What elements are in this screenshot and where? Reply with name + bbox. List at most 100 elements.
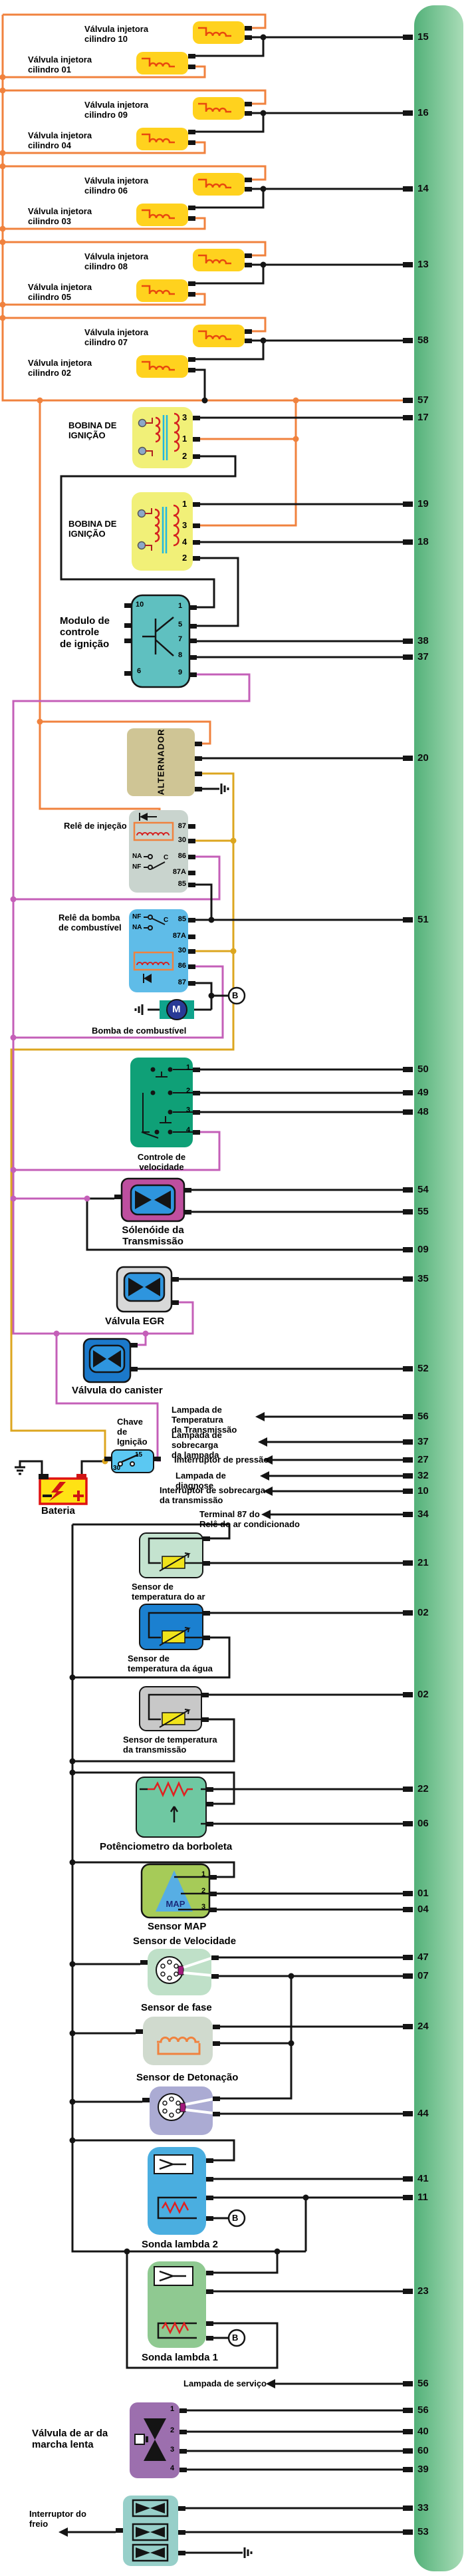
relay1-87a: 87A — [172, 868, 186, 876]
black-wires — [19, 36, 407, 2554]
wire-junction-dot — [260, 337, 267, 344]
component-terminal — [188, 357, 195, 362]
relay-coil-icon — [136, 962, 170, 966]
arrowheads — [59, 1412, 275, 2537]
lambda2-b-label: B — [232, 2213, 239, 2223]
component-terminal — [189, 624, 197, 629]
component-terminal — [206, 2289, 213, 2294]
ecu-pin-number: 58 — [417, 335, 429, 346]
coil-transformer-icon — [137, 412, 180, 553]
coil1-pin-1: 1 — [182, 434, 187, 444]
relay2-30: 30 — [177, 946, 186, 954]
component-terminal — [193, 556, 200, 561]
ecu-pin-terminal — [403, 1457, 413, 1463]
ignition-switch-box — [111, 1449, 154, 1473]
component-terminal — [188, 964, 195, 969]
component-terminal — [188, 883, 195, 887]
coil2-pin-2: 2 — [182, 553, 187, 563]
ecu-pin-terminal — [403, 1414, 413, 1419]
ecu-pin-number: 10 — [417, 1485, 429, 1497]
relay2-87a: 87A — [172, 932, 186, 940]
component-terminal — [184, 1210, 191, 1215]
ecu-pin-terminal — [403, 1891, 413, 1896]
ecu-connector-bar — [414, 5, 463, 2571]
component-terminal — [188, 368, 195, 372]
ecu-pin-terminal — [403, 1366, 413, 1371]
injector-09-label: Válvula injetora cilindro 09 — [84, 100, 149, 120]
component-terminal — [178, 2530, 185, 2535]
wire-junction-dot — [53, 1330, 60, 1337]
battery — [15, 1466, 88, 1505]
component-terminal — [209, 1908, 217, 1912]
lambda-2-label: Sonda lambda 2 — [142, 2239, 219, 2250]
ecu-pin-terminal — [403, 1560, 413, 1566]
ecu-pin-number: 07 — [417, 1970, 429, 1981]
lambda-probe-2-box — [148, 2147, 246, 2235]
ecu-pin-number: 48 — [417, 1106, 429, 1117]
alternator-box — [127, 728, 229, 796]
component-terminal — [203, 1636, 210, 1640]
map-inner-label: MAP — [166, 1899, 185, 1909]
ecu-pin-terminal — [403, 1821, 413, 1826]
ecu-pin-terminal — [403, 1473, 413, 1479]
egr-valve-box — [116, 1266, 173, 1313]
component-terminal — [178, 2551, 185, 2555]
component-terminal — [245, 26, 252, 31]
wire-junction-dot — [37, 718, 43, 725]
component-terminal — [245, 187, 252, 192]
ecu-pin-terminal — [403, 2429, 413, 2434]
component-terminal — [124, 603, 132, 608]
map-pin-3: 3 — [201, 1903, 206, 1911]
ecu-pin-terminal — [403, 398, 413, 403]
ecu-pin-number: 50 — [417, 1064, 429, 1075]
idle-air-valve-label: Válvula de ar da marcha lenta — [32, 2428, 108, 2451]
speedctl-pin-1: 1 — [186, 1064, 191, 1072]
ecu-pin-number: 40 — [417, 2426, 429, 2437]
ecu-pin-terminal — [403, 639, 413, 644]
component-terminal — [189, 672, 197, 677]
component-terminal — [188, 216, 195, 221]
ecu-pin-terminal — [403, 917, 413, 923]
ecu-pin-number: 21 — [417, 1557, 429, 1568]
ecu-pin-number: 27 — [417, 1454, 429, 1465]
ecu-pin-terminal — [403, 1692, 413, 1697]
transistor-icon — [142, 617, 174, 656]
transmission-solenoid-label: Sólenóide da Transmissão — [122, 1224, 184, 1248]
speedctl-pin-3: 3 — [186, 1106, 191, 1114]
module-pin-6: 6 — [137, 667, 142, 675]
wire-junction-dot — [0, 239, 6, 245]
sensor-wedge-icon — [179, 2102, 186, 2112]
component-terminal — [188, 206, 195, 210]
valve-icon — [93, 1350, 106, 1367]
wire-junction-dot — [69, 1758, 76, 1765]
idle-pin-1: 1 — [170, 2405, 175, 2413]
ecu-pin-terminal — [403, 1276, 413, 1282]
thermistor-icon — [159, 1627, 191, 1646]
lightning-icon — [49, 1482, 66, 1501]
ecu-pin-number: 37 — [417, 1436, 429, 1447]
injection-relay-label: Relê de injeção — [64, 821, 127, 831]
wire-junction-dot — [69, 2030, 76, 2037]
ignition-switch-label: Chave de Ignição — [117, 1417, 148, 1447]
lambda-probe-1-box — [148, 2261, 246, 2348]
water-temp-sensor-label: Sensor de temperatura da água — [128, 1653, 213, 1674]
coil-icon — [157, 2037, 199, 2043]
relay1-nf: NF — [132, 863, 142, 871]
relay2-86: 86 — [177, 962, 186, 970]
ecu-pin-terminal — [403, 756, 413, 761]
component-terminal — [116, 2528, 123, 2533]
wire-junction-dot — [0, 301, 6, 308]
speedctl-pin-4: 4 — [186, 1126, 191, 1134]
wire-junction-dot — [69, 1961, 76, 1967]
phase-sensor-box — [143, 2017, 213, 2065]
wire-junction-dot — [10, 1195, 17, 1202]
wire-junction-dot — [124, 2248, 130, 2255]
ecu-pin-number: 01 — [417, 1888, 429, 1899]
fuel-pump-label: Bomba de combustível — [92, 1026, 187, 1036]
b-terminal-icon — [227, 2329, 246, 2347]
switch-15-label: 15 — [135, 1451, 143, 1459]
ecu-pin-terminal — [403, 2467, 413, 2472]
component-terminal — [195, 742, 202, 746]
ecu-pin-number: 57 — [417, 394, 429, 406]
